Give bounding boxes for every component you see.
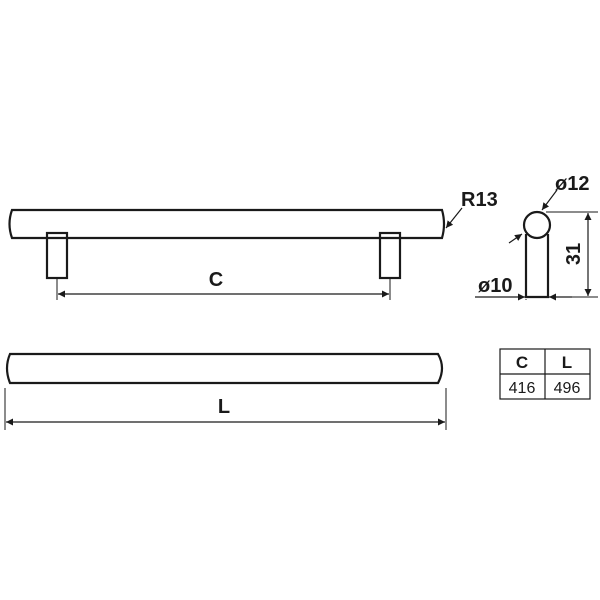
base-diameter-label: ø10 bbox=[478, 275, 512, 297]
l-dimension-label: L bbox=[218, 396, 230, 418]
right-leg bbox=[378, 231, 402, 280]
c-dimension-label: C bbox=[209, 269, 223, 291]
table-header-c: C bbox=[516, 353, 528, 372]
dimension-table: C L 416 496 bbox=[499, 348, 591, 400]
height-label: 31 bbox=[563, 243, 585, 265]
section-arrow bbox=[508, 233, 523, 244]
handle-bar-outline bbox=[8, 208, 446, 240]
bar-side-outline bbox=[5, 352, 444, 385]
radius-label: R13 bbox=[461, 189, 498, 211]
bar-cross-section bbox=[522, 210, 552, 240]
handle-side-view: L bbox=[4, 352, 447, 430]
radius-leader bbox=[445, 207, 463, 229]
left-leg bbox=[45, 231, 69, 280]
handle-top-view: C R13 bbox=[8, 189, 498, 300]
table-header-l: L bbox=[562, 353, 572, 372]
top-diameter-label: ø12 bbox=[555, 173, 589, 195]
handle-profile-view: ø12 31 ø10 bbox=[475, 173, 598, 301]
top-diameter-leader bbox=[541, 189, 558, 211]
table-value-c: 416 bbox=[509, 380, 536, 397]
leg-profile bbox=[524, 234, 550, 299]
table-value-l: 496 bbox=[554, 380, 581, 397]
